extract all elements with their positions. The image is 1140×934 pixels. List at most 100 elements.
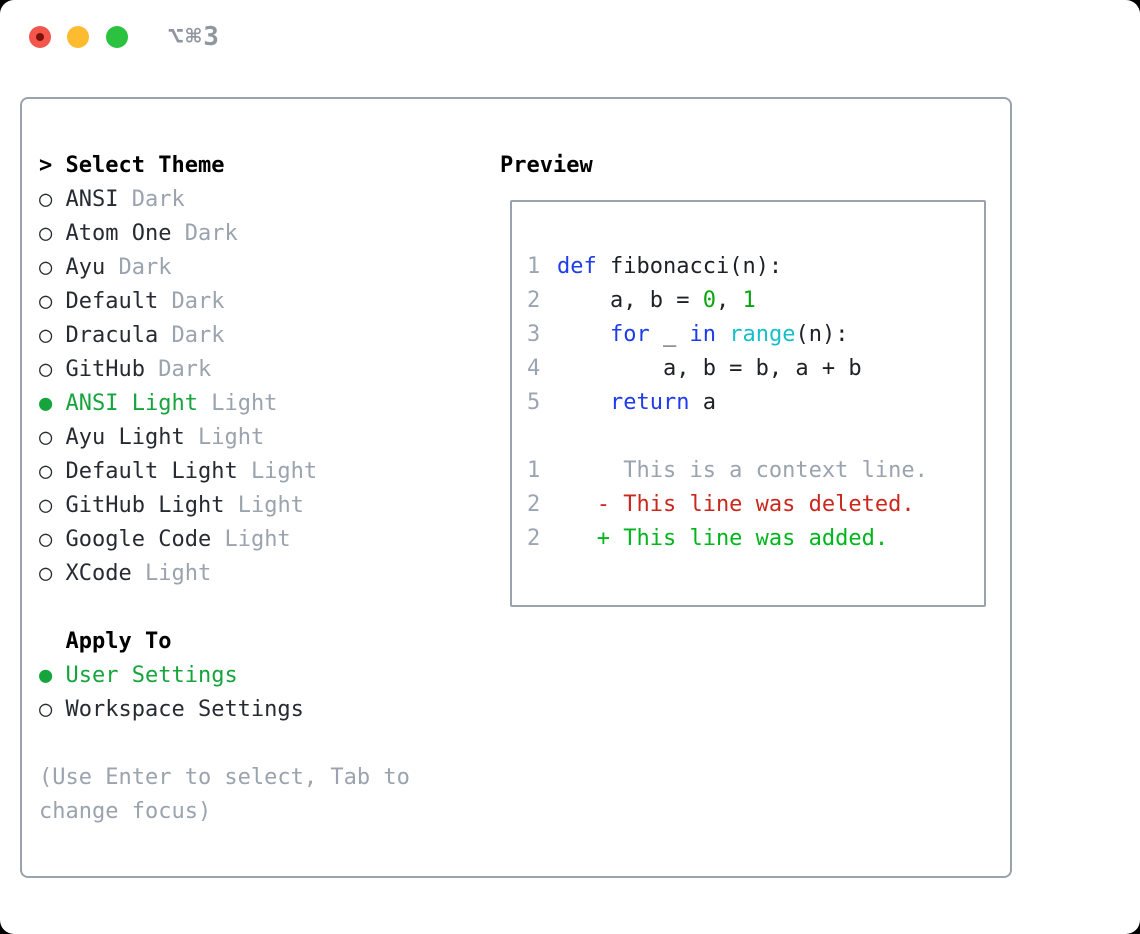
window-shortcut-label: ⌥⌘3 — [168, 22, 221, 52]
theme-name: ANSI Light — [65, 391, 198, 416]
code-token: _ — [649, 322, 690, 347]
apply-to-title-row: Apply To — [39, 625, 410, 659]
blank-row — [39, 727, 410, 761]
code-token: This is a context line. — [557, 458, 928, 483]
code-token: , — [715, 288, 743, 313]
radio-icon: ● — [39, 663, 66, 688]
radio-icon: ○ — [39, 187, 66, 212]
spacer — [158, 289, 171, 314]
spacer — [145, 357, 158, 382]
spacer — [185, 425, 198, 450]
radio-icon: ○ — [39, 425, 66, 450]
line-number: 4 — [527, 356, 541, 381]
line-number: 3 — [527, 322, 541, 347]
theme-variant: Dark — [171, 323, 225, 348]
theme-name: XCode — [65, 561, 132, 586]
theme-variant: Dark — [131, 187, 185, 212]
code-token: fibonacci(n): — [596, 254, 783, 279]
preview-code-line: 5 return a — [512, 386, 984, 420]
code-token: a, b = — [557, 288, 703, 313]
theme-option[interactable]: ● ANSI Light Light — [39, 387, 410, 421]
spacer — [39, 625, 66, 659]
blank-row — [39, 591, 410, 625]
preview-blank-line — [512, 420, 984, 454]
theme-list-title: Select Theme — [65, 153, 225, 178]
theme-name: GitHub Light — [65, 493, 225, 518]
theme-variant: Dark — [184, 221, 238, 246]
preview-code-line: 2 - This line was deleted. — [512, 488, 984, 522]
theme-option[interactable]: ○ GitHub Dark — [39, 353, 410, 387]
selection-cursor-icon: > — [39, 153, 66, 178]
line-number: 2 — [527, 492, 541, 517]
radio-icon: ○ — [39, 493, 66, 518]
radio-icon: ○ — [39, 697, 66, 722]
theme-selector-panel: > Select Theme○ ANSI Dark○ Atom One Dark… — [20, 97, 1012, 878]
code-token: a, b = b, a + b — [557, 356, 862, 381]
window-titlebar: ⌥⌘3 — [0, 0, 1140, 74]
code-token — [557, 322, 610, 347]
preview-heading: Preview — [500, 153, 593, 178]
theme-name: Default Light — [65, 459, 238, 484]
help-text-line: change focus) — [39, 795, 410, 829]
spacer — [238, 459, 251, 484]
apply-to-label: User Settings — [65, 663, 238, 688]
radio-icon: ○ — [39, 561, 66, 586]
code-token: return — [609, 390, 690, 415]
zoom-traffic-light-icon[interactable] — [106, 26, 128, 48]
code-token: 1 — [742, 288, 756, 313]
theme-option[interactable]: ○ Google Code Light — [39, 523, 410, 557]
radio-icon: ○ — [39, 289, 66, 314]
radio-icon: ○ — [39, 323, 66, 348]
line-number: 1 — [527, 458, 541, 483]
radio-icon: ○ — [39, 221, 66, 246]
radio-icon: ○ — [39, 357, 66, 382]
spacer — [132, 561, 145, 586]
radio-icon: ○ — [39, 255, 66, 280]
theme-name: ANSI — [65, 187, 119, 212]
code-token: + This line was added. — [557, 526, 889, 551]
theme-option[interactable]: ○ Ayu Light Light — [39, 421, 410, 455]
preview-code-line: 3 for _ in range(n): — [512, 318, 984, 352]
code-token: (n): — [795, 322, 849, 347]
preview-code-line: 2 a, b = 0, 1 — [512, 284, 984, 318]
theme-name: Ayu Light — [65, 425, 185, 450]
theme-option[interactable]: ○ Ayu Dark — [39, 251, 410, 285]
apply-to-option[interactable]: ● User Settings — [39, 659, 410, 693]
theme-list-title-row: > Select Theme — [39, 149, 410, 183]
apply-to-option[interactable]: ○ Workspace Settings — [39, 693, 410, 727]
spacer — [224, 493, 237, 518]
code-token: range — [729, 322, 796, 347]
help-text-line: (Use Enter to select, Tab to — [39, 761, 410, 795]
close-traffic-light-icon[interactable] — [29, 26, 51, 48]
theme-option[interactable]: ○ Default Light Light — [39, 455, 410, 489]
theme-selector-left-column: > Select Theme○ ANSI Dark○ Atom One Dark… — [39, 149, 410, 829]
theme-name: Default — [65, 289, 159, 314]
theme-option[interactable]: ○ Atom One Dark — [39, 217, 410, 251]
theme-variant: Light — [237, 493, 304, 518]
code-token: - This line was deleted. — [557, 492, 915, 517]
radio-icon: ○ — [39, 527, 66, 552]
theme-option[interactable]: ○ XCode Light — [39, 557, 410, 591]
theme-option[interactable]: ○ ANSI Dark — [39, 183, 410, 217]
theme-variant: Dark — [158, 357, 212, 382]
spacer — [171, 221, 184, 246]
theme-variant: Dark — [171, 289, 225, 314]
radio-icon: ○ — [39, 459, 66, 484]
spacer — [158, 323, 171, 348]
code-token — [716, 322, 729, 347]
theme-option[interactable]: ○ Default Dark — [39, 285, 410, 319]
apply-to-label: Workspace Settings — [65, 697, 304, 722]
theme-option[interactable]: ○ Dracula Dark — [39, 319, 410, 353]
spacer — [198, 391, 211, 416]
spacer — [118, 187, 131, 212]
minimize-traffic-light-icon[interactable] — [67, 26, 89, 48]
code-token: in — [689, 322, 716, 347]
code-token: def — [557, 254, 597, 279]
apply-to-title: Apply To — [65, 629, 172, 654]
theme-variant: Light — [211, 391, 278, 416]
code-token — [557, 390, 610, 415]
theme-name: Ayu — [65, 255, 106, 280]
theme-option[interactable]: ○ GitHub Light Light — [39, 489, 410, 523]
theme-variant: Light — [224, 527, 291, 552]
